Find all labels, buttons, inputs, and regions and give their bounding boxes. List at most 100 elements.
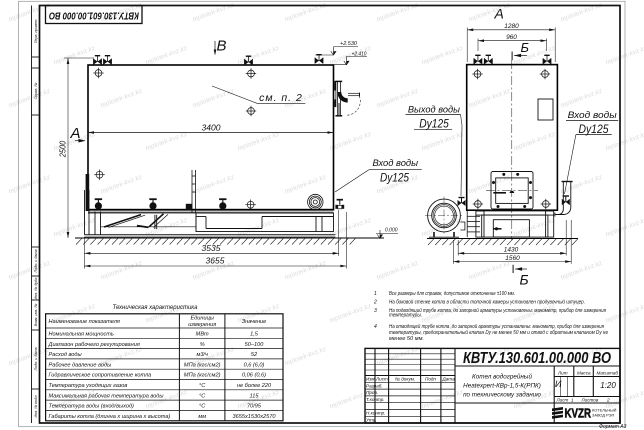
svg-text:Котел водогрейный: Котел водогрейный bbox=[472, 373, 532, 381]
svg-text:Взам. инв. №: Взам. инв. № bbox=[34, 304, 38, 327]
svg-text:1280: 1280 bbox=[504, 23, 519, 30]
svg-text:Н.контр.: Н.контр. bbox=[366, 411, 385, 416]
svg-text:Разраб.: Разраб. bbox=[366, 383, 383, 388]
svg-text:KVZR: KVZR bbox=[565, 407, 592, 421]
svg-text:Единицы: Единицы bbox=[190, 316, 213, 322]
svg-text:Подп: Подп bbox=[425, 377, 436, 382]
svg-text:Выход воды: Выход воды bbox=[408, 105, 460, 116]
svg-text:Температура уходящих газов: Температура уходящих газов bbox=[49, 383, 128, 389]
svg-text:Масса: Масса bbox=[577, 371, 591, 376]
svg-text:МПа (кгс/см2): МПа (кгс/см2) bbox=[184, 373, 221, 379]
svg-text:3655х1530х2570: 3655х1530х2570 bbox=[233, 414, 277, 420]
svg-text:Рабочее давление воды: Рабочее давление воды bbox=[49, 362, 112, 368]
svg-text:115: 115 bbox=[250, 393, 260, 399]
svg-text:Диапазон рабочего регулировани: Диапазон рабочего регулирования bbox=[48, 342, 140, 348]
svg-text:измерения: измерения bbox=[188, 322, 216, 328]
svg-text:1560: 1560 bbox=[505, 255, 520, 262]
svg-text:м3/ч: м3/ч bbox=[196, 352, 207, 358]
svg-text:ЗАВОД РЭП: ЗАВОД РЭП bbox=[592, 413, 614, 418]
svg-text:по техническому заданию: по техническому заданию bbox=[463, 390, 541, 398]
svg-text:4: 4 bbox=[374, 324, 377, 330]
svg-text:температуры.: температуры. bbox=[389, 313, 422, 319]
svg-text:°С: °С bbox=[199, 393, 206, 399]
svg-text:Листов: Листов bbox=[581, 398, 599, 403]
svg-text:мм: мм bbox=[198, 414, 206, 420]
svg-text:Инв. № подл.: Инв. № подл. bbox=[34, 395, 38, 418]
svg-text:960: 960 bbox=[506, 34, 517, 41]
svg-text:Dy125: Dy125 bbox=[380, 171, 409, 185]
svg-text:Максимальная рабочая температу: Максимальная рабочая температура воды bbox=[49, 393, 164, 399]
svg-text:МПа (кгс/см2): МПа (кгс/см2) bbox=[184, 362, 221, 368]
svg-text:2: 2 bbox=[606, 398, 610, 403]
svg-text:Номинальная мощность: Номинальная мощность bbox=[49, 332, 114, 338]
svg-text:Подп. и дата: Подп. и дата bbox=[34, 249, 38, 272]
svg-text:1430: 1430 bbox=[504, 247, 519, 254]
svg-text:Утв.: Утв. bbox=[366, 417, 376, 422]
svg-text:А: А bbox=[494, 6, 504, 22]
svg-text:Подп. и дата: Подп. и дата bbox=[34, 347, 38, 370]
svg-text:На боковой стенке котла в обла: На боковой стенке котла в области топочн… bbox=[389, 298, 585, 305]
svg-text:Масштаб: Масштаб bbox=[597, 371, 619, 376]
svg-text:На отводящей трубе котла ,до з: На отводящей трубе котла ,до запорной ар… bbox=[389, 323, 604, 330]
svg-text:0,6 (6,0): 0,6 (6,0) bbox=[244, 362, 265, 368]
svg-text:Перв. примен.: Перв. примен. bbox=[34, 19, 38, 44]
svg-text:КВТУ.130.601.00.000 ВО: КВТУ.130.601.00.000 ВО bbox=[463, 350, 611, 367]
svg-text:температуры, предохранительный: температуры, предохранительный клапан Dy… bbox=[389, 329, 608, 336]
svg-text:КВТУ.130.601.00.000 ВО: КВТУ.130.601.00.000 ВО bbox=[49, 9, 139, 20]
svg-text:1: 1 bbox=[374, 291, 377, 297]
svg-text:Лист: Лист bbox=[375, 377, 388, 382]
svg-text:Пров.: Пров. bbox=[366, 390, 378, 395]
svg-text:°С: °С bbox=[199, 404, 206, 410]
svg-text:Б: Б bbox=[520, 272, 529, 288]
svg-text:Дата: Дата bbox=[442, 377, 456, 382]
svg-text:В: В bbox=[217, 38, 227, 55]
svg-text:Вход воды: Вход воды bbox=[568, 110, 617, 121]
svg-text:0,06 (0,6): 0,06 (0,6) bbox=[242, 373, 266, 379]
svg-text:Вход воды: Вход воды bbox=[373, 158, 419, 169]
svg-text:Лит: Лит bbox=[557, 371, 568, 376]
svg-text:1: 1 bbox=[571, 398, 574, 403]
svg-text:Т.контр.: Т.контр. bbox=[366, 397, 385, 402]
svg-text:Справ. №: Справ. № bbox=[34, 83, 38, 100]
svg-text:КОТЕЛЬНЫЙ: КОТЕЛЬНЫЙ bbox=[592, 408, 617, 413]
svg-text:50–100: 50–100 bbox=[245, 342, 265, 348]
svg-text:3535: 3535 bbox=[202, 243, 221, 253]
svg-text:3655: 3655 bbox=[206, 256, 225, 266]
svg-text:1:20: 1:20 bbox=[600, 381, 616, 390]
svg-text:менее 50 мм.: менее 50 мм. bbox=[389, 336, 424, 342]
svg-text:МВт: МВт bbox=[196, 332, 209, 338]
svg-text:Расход воды: Расход воды bbox=[49, 352, 82, 358]
svg-text:см. п. 2: см. п. 2 bbox=[259, 92, 303, 104]
svg-text:3: 3 bbox=[374, 308, 377, 314]
svg-text:70/95: 70/95 bbox=[247, 404, 262, 410]
svg-text:И: И bbox=[555, 379, 562, 389]
svg-text:Техническая характеристика: Техническая характеристика bbox=[113, 305, 199, 311]
svg-text:Наименование показателя: Наименование показателя bbox=[49, 319, 120, 325]
svg-text:%: % bbox=[200, 342, 205, 348]
svg-text:Dy125: Dy125 bbox=[579, 122, 609, 136]
svg-text:2: 2 bbox=[373, 299, 377, 305]
svg-text:На подводящий трубе котла, до: На подводящий трубе котла, до запорной а… bbox=[389, 307, 606, 314]
svg-text:2500: 2500 bbox=[58, 141, 68, 159]
svg-text:Значение: Значение bbox=[242, 319, 267, 325]
svg-text:Формат А3: Формат А3 bbox=[599, 424, 627, 430]
svg-text:°С: °С bbox=[199, 383, 206, 389]
svg-text:Б: Б bbox=[521, 40, 530, 55]
svg-text:Все размеры для справок, допус: Все размеры для справок, допустимое откл… bbox=[389, 291, 515, 297]
svg-text:+2.410: +2.410 bbox=[352, 51, 368, 57]
svg-text:Dy125: Dy125 bbox=[419, 117, 449, 131]
svg-text:Heatexpert-КВр-1,5-К(РПК): Heatexpert-КВр-1,5-К(РПК) bbox=[463, 383, 541, 390]
svg-text:Изм: Изм bbox=[366, 377, 375, 382]
svg-text:+2.530: +2.530 bbox=[340, 41, 358, 47]
svg-text:А: А bbox=[70, 125, 81, 142]
svg-text:Инв. № дубл.: Инв. № дубл. bbox=[34, 277, 38, 300]
svg-text:Габариты котла (длинна х ширин: Габариты котла (длинна х ширина х высота… bbox=[49, 414, 171, 420]
svg-text:не более 220: не более 220 bbox=[237, 383, 272, 389]
svg-text:1,5: 1,5 bbox=[250, 332, 259, 338]
svg-text:№ докум.: № докум. bbox=[395, 377, 415, 382]
svg-text:Гидравлическое сопротивление к: Гидравлическое сопротивление котла bbox=[49, 373, 152, 379]
svg-text:Лист: Лист bbox=[556, 398, 569, 403]
svg-text:3400: 3400 bbox=[202, 123, 221, 133]
svg-text:0.000: 0.000 bbox=[385, 228, 398, 234]
svg-text:52: 52 bbox=[251, 352, 258, 358]
